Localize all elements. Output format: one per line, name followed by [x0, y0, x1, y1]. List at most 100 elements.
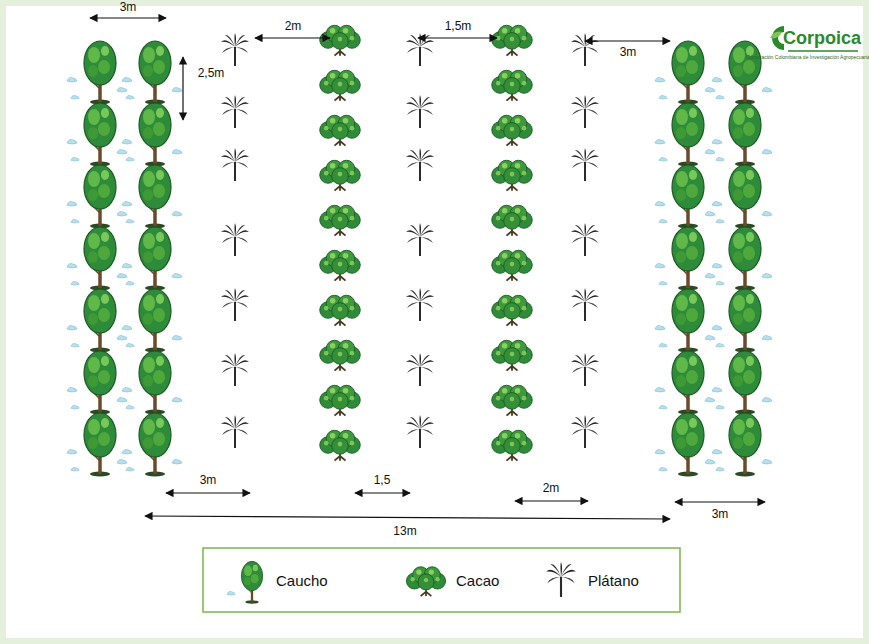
latex-drop: [117, 335, 127, 340]
latex-drop: [71, 343, 79, 347]
latex-drop: [716, 405, 724, 409]
latex-drop: [71, 157, 79, 161]
rubber-tree: [729, 289, 761, 353]
latex-drop: [659, 405, 667, 409]
rubber-tree: [672, 351, 704, 415]
latex-drop: [712, 449, 722, 454]
latex-drop: [655, 325, 665, 330]
rubber-tree: [84, 227, 116, 291]
rubber-tree: [139, 289, 171, 353]
latex-drop: [705, 459, 715, 464]
plantain-tree: [221, 33, 249, 66]
plantain-tree: [571, 148, 599, 181]
latex-drop: [67, 201, 77, 206]
latex-drop: [71, 467, 79, 471]
latex-drop: [117, 211, 127, 216]
rubber-tree: [84, 103, 116, 167]
latex-drop: [172, 149, 182, 154]
dimension-label: 1,5m: [445, 20, 472, 33]
latex-drop: [712, 387, 722, 392]
latex-drop: [716, 95, 724, 99]
cacao-tree: [320, 250, 360, 280]
plantain-tree: [571, 95, 599, 128]
latex-drop: [71, 281, 79, 285]
latex-drop: [705, 149, 715, 154]
latex-drop: [122, 449, 132, 454]
latex-drop: [67, 449, 77, 454]
latex-drop: [117, 397, 127, 402]
cacao-tree: [492, 295, 532, 325]
cacao-tree: [492, 205, 532, 235]
cacao-tree: [320, 205, 360, 235]
latex-drop: [762, 211, 772, 216]
latex-drop: [659, 219, 667, 223]
plantain-tree: [221, 288, 249, 321]
cacao-tree: [320, 385, 360, 415]
latex-drop: [122, 325, 132, 330]
plantain-tree: [221, 353, 249, 386]
rubber-tree: [139, 41, 171, 105]
rubber-tree: [672, 165, 704, 229]
latex-drop: [716, 467, 724, 471]
plantain-tree: [571, 288, 599, 321]
cacao-tree: [320, 430, 360, 460]
latex-drop: [712, 77, 722, 82]
latex-drop: [67, 387, 77, 392]
latex-drop: [659, 467, 667, 471]
rubber-tree: [139, 165, 171, 229]
legend-text: Plátano: [588, 573, 639, 590]
cacao-tree: [492, 430, 532, 460]
latex-drop: [712, 139, 722, 144]
latex-drop: [71, 405, 79, 409]
rubber-tree: [84, 41, 116, 105]
latex-drop: [172, 273, 182, 278]
latex-drop: [67, 325, 77, 330]
latex-drop: [705, 87, 715, 92]
rubber-tree: [672, 41, 704, 105]
latex-drop: [655, 449, 665, 454]
latex-drop: [71, 95, 79, 99]
latex-drop: [126, 219, 134, 223]
dimension-label: 2,5m: [198, 67, 225, 80]
cacao-tree: [492, 25, 532, 55]
latex-drop: [122, 201, 132, 206]
latex-drop: [126, 281, 134, 285]
legend-icons: [227, 561, 576, 603]
rubber-tree: [729, 413, 761, 477]
panel: [6, 6, 863, 638]
rubber-tree: [84, 351, 116, 415]
rubber-tree: [84, 413, 116, 477]
rubber-tree: [139, 227, 171, 291]
rubber-tree: [672, 289, 704, 353]
latex-drop: [67, 139, 77, 144]
latex-drop: [126, 467, 134, 471]
latex-drop: [762, 149, 772, 154]
plantain-tree: [571, 223, 599, 256]
plantain-tree: [571, 353, 599, 386]
logo-subtitle: Corporación Colombiana de Investigación …: [746, 55, 869, 61]
latex-drop: [122, 139, 132, 144]
latex-drop: [122, 387, 132, 392]
latex-drop: [655, 263, 665, 268]
dimension-lines: [90, 18, 765, 519]
latex-drop: [122, 263, 132, 268]
plantation: [67, 25, 772, 476]
plantain-tree: [406, 95, 434, 128]
latex-drop: [705, 211, 715, 216]
rubber-tree: [729, 165, 761, 229]
latex-drop: [117, 273, 127, 278]
latex-drop: [705, 397, 715, 402]
latex-drop: [659, 281, 667, 285]
latex-drop: [67, 77, 77, 82]
cacao-tree: [492, 160, 532, 190]
latex-drop: [655, 387, 665, 392]
logo-text: Corpoica: [783, 29, 861, 49]
dimension-label: 2m: [285, 20, 302, 33]
legend-text: Caucho: [276, 573, 328, 590]
latex-drop: [716, 281, 724, 285]
plantain-tree: [221, 95, 249, 128]
rubber-tree: [139, 103, 171, 167]
latex-drop: [117, 87, 127, 92]
